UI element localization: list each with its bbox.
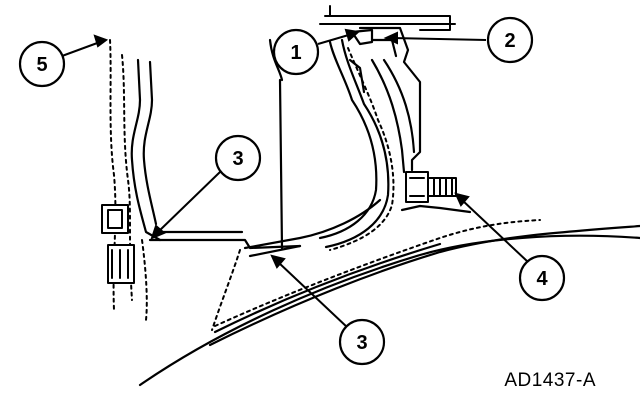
top-roof-rail [319, 5, 456, 31]
drop-seam-left [141, 239, 148, 321]
housing-seam [329, 47, 395, 251]
callout-3-upper-label: 3 [232, 148, 243, 170]
leader-3b-arrowhead [270, 254, 286, 269]
leader-lines [61, 28, 529, 329]
center-pillar [278, 78, 284, 250]
leader-4-arrowhead [454, 192, 470, 207]
callout-3-lower: 3 [338, 318, 386, 366]
callout-4: 4 [518, 254, 566, 302]
callout-1-label: 1 [290, 42, 301, 64]
callout-5-label: 5 [36, 54, 47, 76]
drop-seam-right [211, 249, 241, 331]
center-trough [148, 198, 382, 258]
lower-body-panel [138, 224, 640, 387]
bolt-4 [405, 171, 457, 203]
leader-3a-arrowhead [150, 224, 166, 240]
figure-id: AD1437-A [504, 370, 596, 391]
left-bracket [101, 204, 135, 284]
leader-1-arrowhead [344, 28, 361, 42]
leader-5-arrowhead [93, 34, 109, 48]
callout-2: 2 [486, 16, 534, 64]
leader-5 [61, 41, 101, 57]
leader-2-arrowhead [383, 31, 398, 45]
callout-5: 5 [18, 40, 66, 88]
center-pillar-inner [268, 38, 284, 82]
callout-4-label: 4 [536, 268, 548, 290]
leader-1 [317, 33, 353, 45]
callout-1: 1 [272, 28, 320, 76]
leader-2 [391, 37, 487, 41]
leader-3a [157, 171, 221, 233]
callout-3-upper: 3 [214, 134, 262, 182]
right-bracket [350, 26, 422, 174]
callout-3-lower-label: 3 [356, 332, 367, 354]
leader-3b [277, 261, 349, 329]
lower-seam [214, 219, 541, 327]
lower-flange [400, 204, 472, 214]
callout-2-label: 2 [504, 30, 515, 52]
leader-4 [461, 199, 529, 263]
